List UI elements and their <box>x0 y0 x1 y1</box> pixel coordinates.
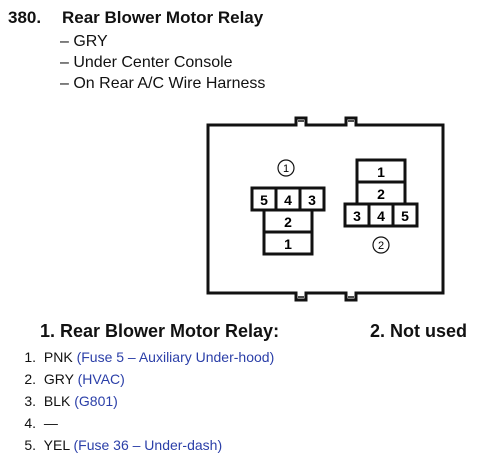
pin-label: 3 <box>308 192 316 208</box>
pin-circuit-link[interactable]: (Fuse 36 – Under-dash) <box>73 437 223 453</box>
pin-index: 2. <box>24 371 36 387</box>
connector-diagram: 1 5 4 3 2 1 1 2 3 4 5 2 <box>206 116 445 302</box>
pin-wire-color: BLK <box>43 393 71 409</box>
pin-row: 4. — <box>0 412 274 434</box>
pin-label: 4 <box>284 192 292 208</box>
component-name: Rear Blower Motor Relay <box>62 8 264 27</box>
pin-label: 5 <box>401 208 409 224</box>
connector-1: 1 5 4 3 2 1 <box>250 159 326 256</box>
pin-index: 5. <box>24 437 36 453</box>
attribute-location: – Under Center Console <box>60 54 233 71</box>
caption-relay: 1. Rear Blower Motor Relay: <box>40 321 280 341</box>
callout-2-circle <box>372 236 390 254</box>
pin-label: 3 <box>353 208 361 224</box>
pin-wire-color: — <box>43 415 58 431</box>
pin-label: 1 <box>377 164 385 180</box>
pin-cavity <box>262 230 314 256</box>
attribute-color: – GRY <box>60 33 108 50</box>
pin-row: 1. PNK (Fuse 5 – Auxiliary Under-hood) <box>0 346 274 368</box>
pin-cavity <box>343 202 419 228</box>
pin-label: 4 <box>377 208 385 224</box>
pin-row: 3. BLK (G801) <box>0 390 274 412</box>
page-title: 380. Rear Blower Motor Relay <box>8 8 263 28</box>
callout-1-circle <box>277 159 295 177</box>
pin-label: 2 <box>284 214 292 230</box>
pin-index: 4. <box>24 415 36 431</box>
component-number: 380. <box>8 8 42 27</box>
pin-circuit-link[interactable]: (G801) <box>74 393 118 409</box>
pin-index: 3. <box>24 393 36 409</box>
pin-label: 1 <box>284 236 292 252</box>
pin-wire-color: YEL <box>43 437 70 453</box>
caption-not-used: 2. Not used <box>370 321 468 341</box>
pinout-list: 1. PNK (Fuse 5 – Auxiliary Under-hood) 2… <box>0 346 274 456</box>
pin-circuit-link[interactable]: (Fuse 5 – Auxiliary Under-hood) <box>76 349 275 365</box>
pin-wire-color: PNK <box>43 349 73 365</box>
connector-2: 1 2 3 4 5 2 <box>343 158 419 254</box>
pin-circuit-link[interactable]: (HVAC) <box>77 371 125 387</box>
pin-index: 1. <box>24 349 36 365</box>
relay-housing-outline <box>206 116 445 302</box>
pin-wire-color: GRY <box>43 371 74 387</box>
latch-tick <box>298 120 354 298</box>
pin-row: 2. GRY (HVAC) <box>0 368 274 390</box>
attribute-harness: – On Rear A/C Wire Harness <box>60 75 266 92</box>
callout-2-label: 2 <box>378 240 384 252</box>
pin-row: 5. YEL (Fuse 36 – Under-dash) <box>0 434 274 456</box>
pin-label: 2 <box>377 186 385 202</box>
pin-label: 5 <box>260 192 268 208</box>
callout-1-label: 1 <box>283 163 289 175</box>
